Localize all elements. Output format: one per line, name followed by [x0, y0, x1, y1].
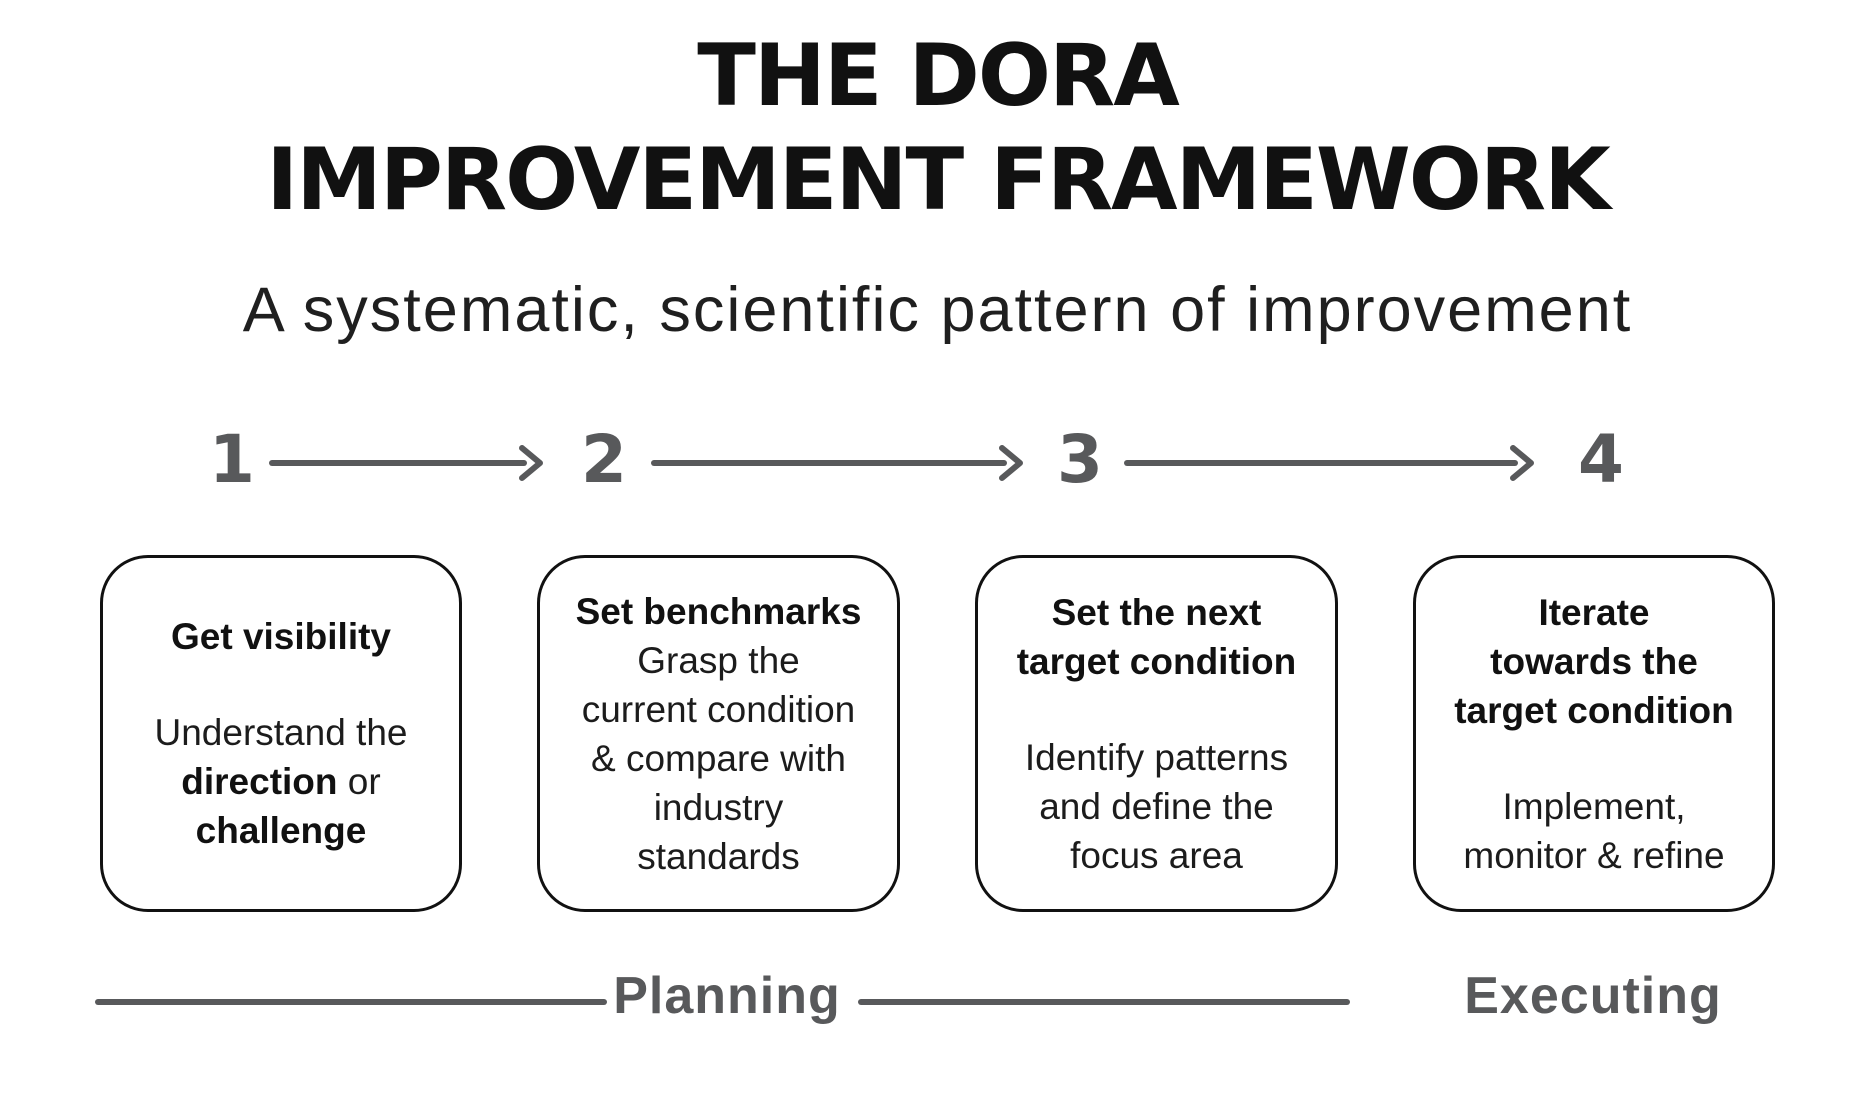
- body-text: and define the: [1039, 785, 1274, 827]
- body-text: & compare with: [590, 737, 846, 779]
- box-heading-line: Set benchmarks: [575, 590, 862, 632]
- phase-executing-label: Executing: [1464, 967, 1722, 1025]
- body-text: Identify patterns: [1024, 736, 1289, 778]
- box-body-line: industry: [582, 783, 856, 832]
- planning-line-left: [95, 999, 607, 1005]
- step-number-4: 4: [1578, 421, 1624, 498]
- box-body-line: current condition: [582, 685, 856, 734]
- body-text: industry: [653, 786, 784, 828]
- step-box-get-visibility: Get visibility Understand the direction …: [100, 555, 462, 912]
- box-heading-line: Get visibility: [170, 616, 391, 657]
- box-body: Grasp the current condition & compare wi…: [582, 636, 856, 881]
- step-number-3: 3: [1057, 421, 1103, 498]
- body-text: Grasp the: [637, 639, 800, 681]
- phase-planning-label: Planning: [613, 967, 841, 1025]
- box-heading-line: target condition: [1454, 689, 1734, 731]
- body-text: or: [347, 761, 381, 802]
- box-body: Understand the direction or challenge: [154, 708, 407, 855]
- step-box-set-benchmarks: Set benchmarks Grasp the current conditi…: [537, 555, 900, 912]
- box-body-line: Implement,: [1463, 782, 1724, 831]
- body-text: focus area: [1070, 834, 1243, 876]
- step-box-iterate-towards-target: Iterate towards the target condition Imp…: [1413, 555, 1775, 912]
- box-body-line: standards: [582, 832, 856, 881]
- arrow-right-icon: [651, 445, 1023, 481]
- arrow-right-icon: [1124, 445, 1534, 481]
- title-line-1: THE DORA: [697, 26, 1180, 126]
- box-heading-line: Iterate: [1538, 591, 1650, 633]
- box-heading: Get visibility: [171, 612, 391, 661]
- box-heading-line: towards the: [1490, 640, 1698, 682]
- step-number-1: 1: [209, 421, 255, 498]
- box-heading-line: Set the next: [1051, 591, 1262, 633]
- box-body-line: and define the: [1025, 782, 1288, 831]
- body-text: standards: [637, 835, 800, 877]
- step-number-2: 2: [581, 421, 627, 498]
- arrow-right-icon: [269, 445, 543, 481]
- body-text: Understand the: [154, 712, 408, 753]
- title-line-2: IMPROVEMENT FRAMEWORK: [266, 130, 1611, 230]
- box-body-line: & compare with: [582, 734, 856, 783]
- body-text-bold: challenge: [195, 810, 367, 851]
- box-body-line: direction or: [154, 757, 407, 806]
- box-body-line: challenge: [154, 806, 407, 855]
- box-body-line: monitor & refine: [1463, 831, 1724, 880]
- step-box-set-next-target-condition: Set the next target condition Identify p…: [975, 555, 1338, 912]
- body-text: monitor & refine: [1463, 834, 1725, 876]
- box-body-line: Grasp the: [582, 636, 856, 685]
- box-body: Identify patterns and define the focus a…: [1025, 733, 1288, 880]
- box-heading: Set benchmarks: [576, 587, 862, 636]
- body-text: current condition: [581, 688, 856, 730]
- subtitle: A systematic, scientific pattern of impr…: [242, 275, 1633, 345]
- box-heading: Set the next target condition: [1017, 588, 1297, 686]
- box-heading: Iterate towards the target condition: [1454, 588, 1734, 735]
- body-text-bold: direction: [181, 761, 338, 802]
- box-body-line: focus area: [1025, 831, 1288, 880]
- box-body-line: Understand the: [154, 708, 407, 757]
- body-text: Implement,: [1502, 785, 1686, 827]
- box-body: Implement, monitor & refine: [1463, 782, 1724, 880]
- page-title: THE DORA IMPROVEMENT FRAMEWORK: [0, 24, 1875, 232]
- box-body-line: Identify patterns: [1025, 733, 1288, 782]
- box-heading-line: target condition: [1016, 640, 1297, 682]
- planning-line-right: [858, 999, 1350, 1005]
